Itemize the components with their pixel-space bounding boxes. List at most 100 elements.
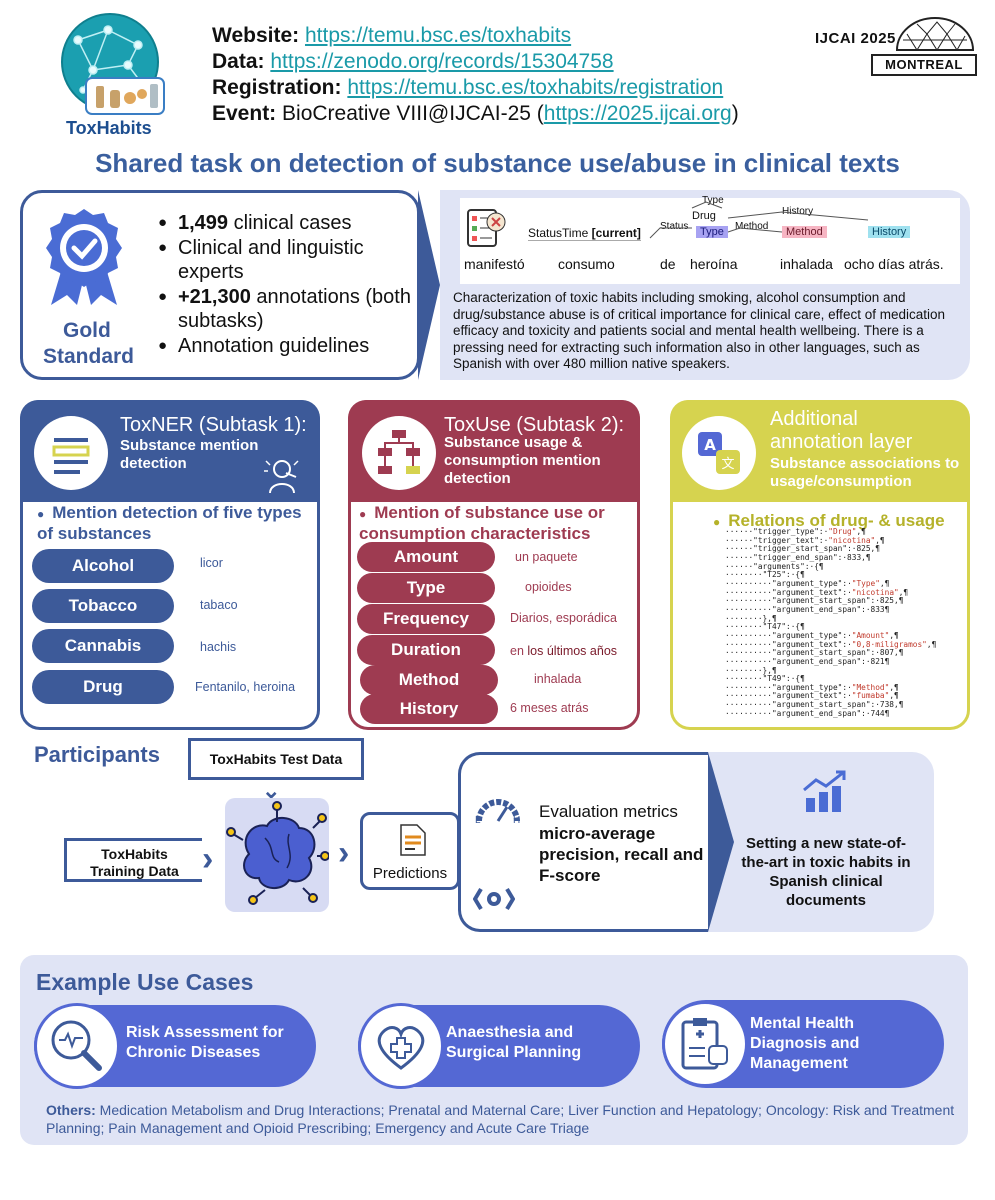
registration-label: Registration: [212, 76, 342, 99]
description-text: Characterization of toxic habits includi… [453, 290, 945, 371]
json-line: ··········"argument_start_span":·825,¶ [725, 596, 904, 606]
model-box [225, 798, 330, 912]
heart-cross-icon [377, 1026, 425, 1070]
rel-history: History [782, 206, 814, 217]
json-line: ··········"argument_end_span":·833¶ [725, 604, 890, 614]
page-title: Shared task on detection of substance us… [95, 148, 900, 178]
website-label: Website: [212, 24, 300, 47]
ijcai-city: MONTREAL [871, 54, 977, 76]
toxhabits-logo: ToxHabits [48, 10, 172, 138]
registration-link[interactable]: https://temu.bsc.es/toxhabits/registrati… [347, 76, 724, 99]
subtask1-title: ToxNER (Subtask 1): [120, 414, 307, 436]
subtask2-header: ToxUse (Subtask 2): Substance usage & co… [348, 400, 640, 502]
subtask1-card: ToxNER (Subtask 1): Substance mention de… [20, 400, 320, 730]
event-text: BioCreative VIII@IJCAI-25 ( [282, 102, 544, 125]
description-panel: StatusTime [current] Status Type Drug Ty… [440, 190, 970, 380]
sota-text: Setting a new state-of-the-art in toxic … [741, 835, 911, 909]
arrow-right-icon-1: › [202, 840, 214, 878]
json-line: ··········"argument_type":·"Amount",¶ [725, 630, 899, 640]
substance-cannabis: Cannabis [32, 629, 174, 663]
layer-title: Additional annotation layer [770, 408, 913, 453]
use-case-risk-icon-circle [34, 1003, 120, 1089]
gold-label-2: Standard [43, 345, 135, 368]
usage-type: Type [357, 573, 495, 603]
network-globe-icon [61, 13, 165, 115]
website-link[interactable]: https://temu.bsc.es/toxhabits [304, 24, 572, 47]
word-inhalada: inhalada [780, 256, 833, 272]
json-line: ········},¶ [725, 665, 777, 675]
translate-icon: A 文 [698, 432, 740, 474]
json-line: ······"trigger_start_span":·825,¶ [725, 544, 880, 554]
award-ribbon-icon [46, 209, 122, 305]
example-amount: un paquete [515, 550, 578, 564]
json-line: ······"trigger_end_span":·833,¶ [725, 552, 871, 562]
example-drug: Fentanilo, heroina [195, 680, 296, 694]
svg-text:文: 文 [721, 457, 734, 472]
example-history: 6 meses atrás [510, 701, 589, 715]
evaluation-box: L H Evaluation metrics micro-average pre… [458, 752, 716, 932]
bullet-dot: ● [359, 507, 367, 521]
rel-type: Type [702, 195, 724, 206]
word-ocho-dias: ocho días atrás. [844, 256, 944, 272]
metrics-bold: micro-average precision, recall and F-sc… [539, 824, 704, 885]
gold-list: 1,499 clinical cases Clinical and lingui… [158, 211, 417, 358]
json-line: ······"arguments":·{¶ [725, 561, 824, 571]
gold-item-experts: Clinical and linguistic experts [158, 236, 417, 285]
subtask2-subtitle: Substance usage & consumption mention de… [444, 434, 601, 487]
word-de: de [660, 256, 676, 272]
ijcai-badge: IJCAI 2025 [815, 30, 896, 47]
growth-chart-icon [803, 770, 846, 812]
event-link[interactable]: https://2025.ijcai.org [543, 102, 732, 125]
json-line: ··········"argument_text":·"0,8·miligram… [725, 639, 937, 649]
gold-item-annotations: +21,300 annotations (both subtasks) [158, 285, 417, 334]
data-link[interactable]: https://zenodo.org/records/15304758 [270, 50, 614, 73]
json-line: ··········"argument_start_span":·738,¶ [725, 700, 904, 710]
examples-title: Example Use Cases [36, 969, 254, 995]
layer-subtitle: Substance associations to usage/consumpt… [770, 455, 960, 490]
statustime-tag: StatusTime [current] [528, 226, 641, 241]
ijcai-logo: IJCAI 2025 MONTREAL [815, 16, 977, 78]
example-type: opioides [525, 580, 572, 594]
brain-network-icon [226, 801, 330, 905]
layer-card: A 文 Additional annotation layer Substanc… [670, 400, 970, 730]
example-method: inhalada [534, 672, 582, 686]
json-line: ········"T47":·{¶ [725, 622, 805, 632]
gold-item-guidelines: Annotation guidelines [158, 334, 417, 359]
subtask2-card: ToxUse (Subtask 2): Substance usage & co… [348, 400, 640, 730]
gauge-h: H [513, 815, 521, 826]
example-alcohol: licor [200, 556, 223, 570]
json-line: ········},¶ [725, 613, 777, 623]
word-consumo: consumo [558, 256, 615, 272]
event-label: Event: [212, 102, 277, 125]
substance-alcohol: Alcohol [32, 549, 174, 583]
clinical-form-icon [467, 209, 506, 247]
clipboard-medical-icon [681, 1018, 728, 1070]
subtask1-icon-circle [34, 416, 108, 490]
json-line: ··········"argument_text":·"nicotina",¶ [725, 587, 909, 597]
substance-drug: Drug [32, 670, 174, 704]
geodesic-dome-icon [895, 17, 975, 51]
usage-frequency: Frequency [357, 604, 495, 634]
gauge-l: L [475, 815, 481, 826]
usage-history: History [360, 694, 498, 724]
registration-line: Registration: https://temu.bsc.es/toxhab… [212, 76, 723, 100]
subtask1-subtitle: Substance mention detection [120, 437, 259, 472]
word-heroina: heroína [690, 256, 738, 272]
layer-header: A 文 Additional annotation layer Substanc… [670, 400, 970, 502]
participants-title: Participants [34, 742, 160, 767]
relation-json: ······"trigger_type":·"Drug",¶ ······"tri… [725, 527, 937, 718]
predictions-box: Predictions [360, 812, 460, 890]
predictions-label: Predictions [372, 865, 448, 882]
subtask1-bullet: ●Mention detection of five types of subs… [37, 503, 302, 543]
text-lines-icon [52, 438, 90, 474]
code-gear-icon [473, 887, 515, 911]
test-data-box: ToxHabits Test Data [188, 738, 364, 780]
json-line: ······"trigger_type":·"Drug",¶ [725, 527, 866, 536]
subtask2-title: ToxUse (Subtask 2): [444, 414, 625, 436]
bullet-dot: ● [37, 507, 45, 521]
metrics-intro: Evaluation metrics [539, 802, 678, 821]
bullet-dot: ● [713, 515, 721, 529]
sota-box: Setting a new state-of-the-art in toxic … [708, 752, 934, 932]
usage-method: Method [360, 665, 498, 695]
